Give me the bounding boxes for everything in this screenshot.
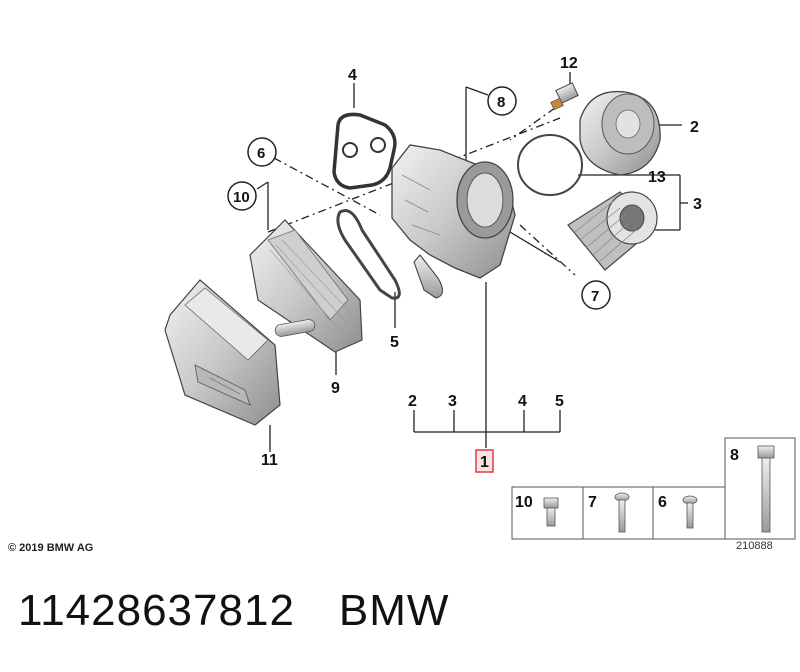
filter-cap-2-drawing bbox=[579, 90, 661, 176]
hardware-label-7: 7 bbox=[588, 494, 597, 511]
oil-filter-housing-drawing bbox=[391, 144, 516, 299]
sensor-12-drawing bbox=[550, 82, 579, 111]
part-label-12: 12 bbox=[560, 55, 578, 72]
bolt-8-drawing bbox=[757, 445, 775, 533]
breakdown-label-4: 4 bbox=[518, 393, 527, 410]
breakdown-label-5: 5 bbox=[555, 393, 564, 410]
oil-cooler-drawing bbox=[249, 219, 363, 353]
callout-circle-8 bbox=[487, 86, 517, 116]
hardware-label-8: 8 bbox=[730, 447, 739, 464]
o-ring-13-drawing bbox=[517, 134, 583, 196]
part-number-line: 11428637812 BMW bbox=[18, 586, 449, 636]
part-label-13: 13 bbox=[648, 169, 666, 186]
callout-circle-6 bbox=[247, 137, 277, 167]
part-label-7: 7 bbox=[591, 288, 599, 305]
copyright-notice: © 2019 BMW AG bbox=[8, 542, 94, 554]
part-label-2: 2 bbox=[690, 119, 699, 136]
callout-circle-7 bbox=[581, 280, 611, 310]
gasket-5-drawing bbox=[336, 209, 401, 300]
hardware-label-6: 6 bbox=[658, 494, 667, 511]
assembly-breakdown-bracket bbox=[413, 410, 561, 433]
filter-element-3-drawing bbox=[567, 191, 658, 271]
bolt-6-drawing bbox=[682, 495, 698, 529]
part-label-1: 1 bbox=[480, 454, 489, 471]
part-label-4: 4 bbox=[348, 67, 357, 84]
part-label-11: 11 bbox=[261, 452, 278, 469]
brand-name: BMW bbox=[338, 586, 450, 635]
image-number: 210888 bbox=[736, 540, 773, 552]
seal-4-drawing bbox=[332, 112, 397, 190]
bolt-7-drawing bbox=[614, 492, 630, 533]
callout-circle-10 bbox=[227, 181, 257, 211]
part-label-6: 6 bbox=[257, 145, 265, 162]
part-label-9: 9 bbox=[331, 380, 340, 397]
breakdown-label-3: 3 bbox=[448, 393, 457, 410]
oil-cooler-cover-drawing bbox=[164, 279, 281, 426]
breakdown-label-2: 2 bbox=[408, 393, 417, 410]
part-label-3: 3 bbox=[693, 196, 702, 213]
bolt-10-drawing bbox=[543, 497, 559, 527]
part-label-8: 8 bbox=[497, 94, 505, 111]
part-label-10: 10 bbox=[233, 189, 250, 206]
hardware-label-10: 10 bbox=[515, 494, 533, 511]
highlighted-part-box[interactable] bbox=[475, 449, 494, 473]
part-number: 11428637812 bbox=[18, 586, 295, 635]
part-label-5: 5 bbox=[390, 334, 399, 351]
